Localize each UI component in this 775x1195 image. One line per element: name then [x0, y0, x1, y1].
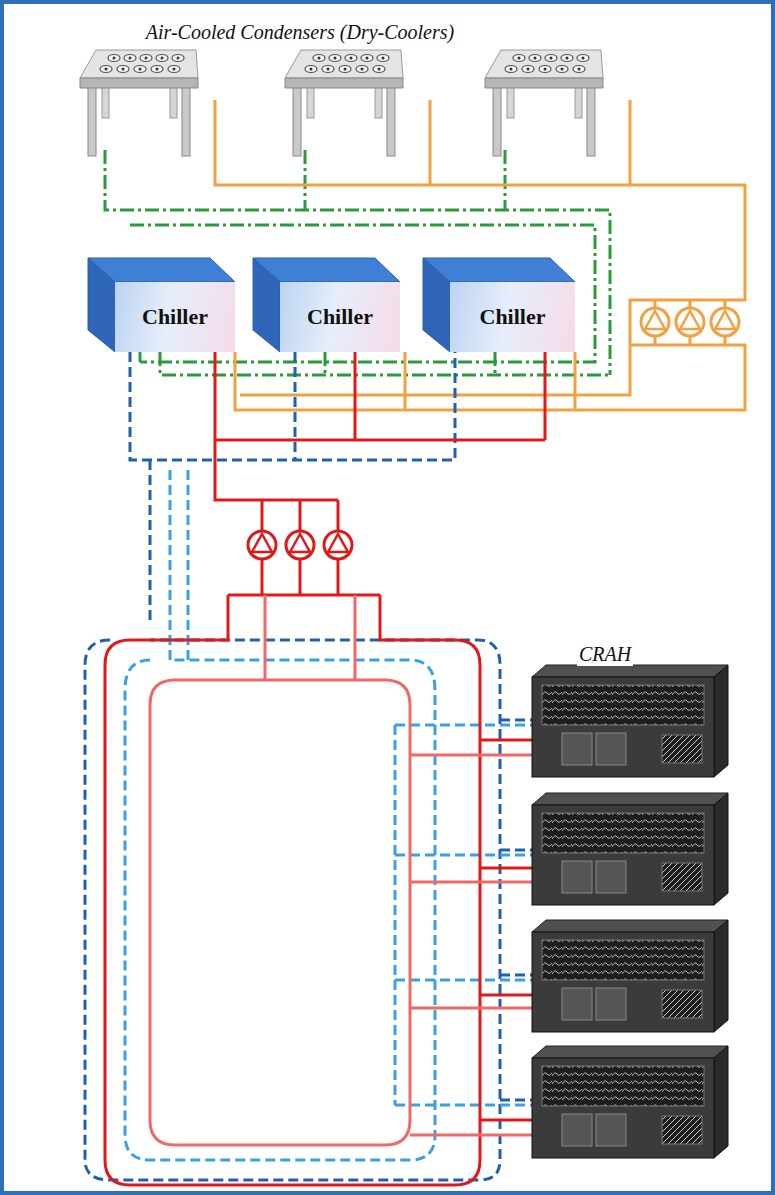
chiller-label: Chiller: [142, 304, 208, 330]
diagram-title: Air-Cooled Condensers (Dry-Coolers): [146, 21, 454, 44]
chiller-box: Chiller: [280, 282, 400, 352]
unit-label: CRAH: [577, 643, 633, 666]
chiller-label: Chiller: [480, 304, 546, 330]
chiller-label: Chiller: [307, 304, 373, 330]
chiller-box: Chiller: [115, 282, 235, 352]
chiller-box: Chiller: [450, 282, 575, 352]
